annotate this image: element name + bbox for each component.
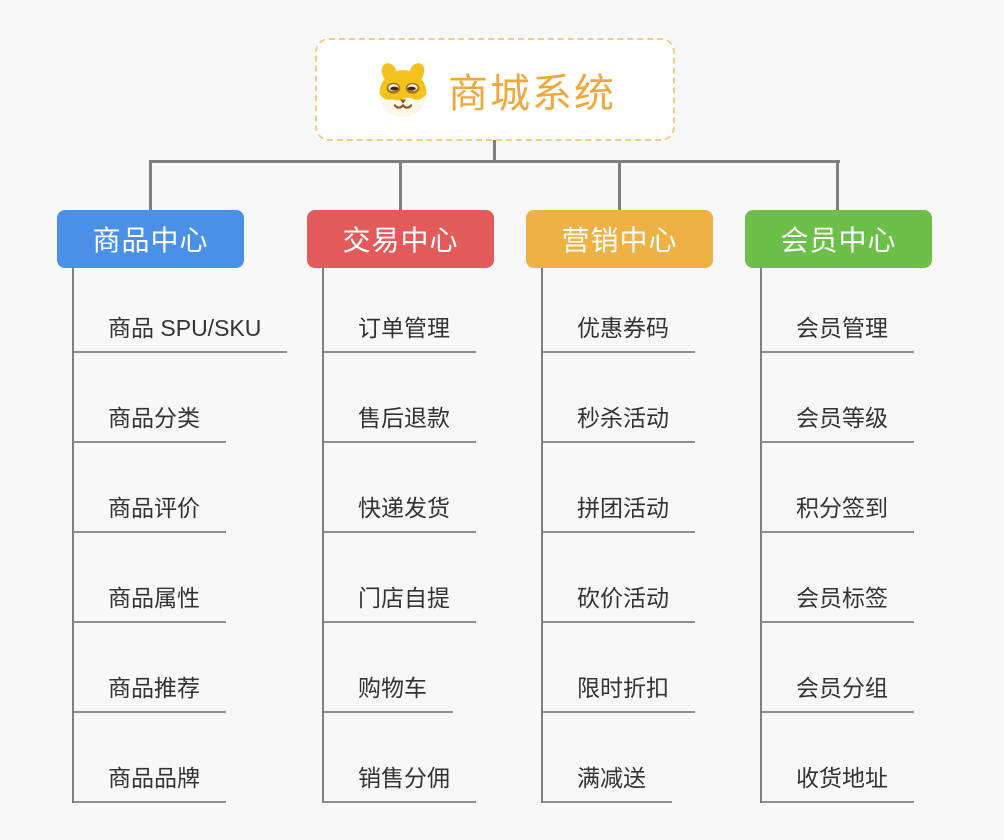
leaf-topic[interactable]: 会员等级 xyxy=(762,353,1004,443)
dog-face-icon xyxy=(379,62,427,117)
connector-rail xyxy=(149,160,840,163)
branch-children-trade: 订单管理 售后退款 快递发货 门店自提 购物车 销售分佣 xyxy=(322,268,569,803)
leaf-topic[interactable]: 限时折扣 xyxy=(543,623,788,713)
leaf-topic[interactable]: 会员标签 xyxy=(762,533,1004,623)
leaf-topic-label: 快递发货 xyxy=(324,489,476,533)
leaf-topic-label: 收货地址 xyxy=(762,759,914,803)
leaf-topic-label: 限时折扣 xyxy=(543,669,695,713)
leaf-topic-label: 售后退款 xyxy=(324,399,476,443)
leaf-topic-label: 优惠券码 xyxy=(543,309,695,353)
leaf-topic[interactable]: 优惠券码 xyxy=(543,268,788,353)
leaf-topic[interactable]: 会员管理 xyxy=(762,268,1004,353)
branch-children-marketing: 优惠券码 秒杀活动 拼团活动 砍价活动 限时折扣 满减送 xyxy=(541,268,788,803)
root-topic[interactable]: 商城系统 xyxy=(315,38,675,141)
leaf-topic-label: 商品分类 xyxy=(74,399,226,443)
leaf-topic-label: 商品评价 xyxy=(74,489,226,533)
branch-node-product[interactable]: 商品中心 xyxy=(57,210,244,268)
leaf-topic-label: 商品推荐 xyxy=(74,669,226,713)
leaf-topic-label: 商品品牌 xyxy=(74,759,226,803)
leaf-topic-label: 秒杀活动 xyxy=(543,399,695,443)
branch-children-member: 会员管理 会员等级 积分签到 会员标签 会员分组 收货地址 xyxy=(760,268,1004,803)
leaf-topic[interactable]: 满减送 xyxy=(543,713,788,803)
leaf-topic-label: 门店自提 xyxy=(324,579,476,623)
leaf-topic[interactable]: 收货地址 xyxy=(762,713,1004,803)
leaf-topic[interactable]: 订单管理 xyxy=(324,268,569,353)
branch-node-member[interactable]: 会员中心 xyxy=(745,210,932,268)
connector-root-stub xyxy=(493,140,496,163)
leaf-topic[interactable]: 商品推荐 xyxy=(74,623,319,713)
connector-drop-3 xyxy=(618,160,621,210)
leaf-topic[interactable]: 购物车 xyxy=(324,623,569,713)
leaf-topic[interactable]: 商品评价 xyxy=(74,443,319,533)
leaf-topic[interactable]: 秒杀活动 xyxy=(543,353,788,443)
leaf-topic-label: 订单管理 xyxy=(324,309,476,353)
branch-children-product: 商品 SPU/SKU 商品分类 商品评价 商品属性 商品推荐 商品品牌 xyxy=(72,268,319,803)
leaf-topic-label: 砍价活动 xyxy=(543,579,695,623)
leaf-topic[interactable]: 商品分类 xyxy=(74,353,319,443)
leaf-topic-label: 会员标签 xyxy=(762,579,914,623)
leaf-topic[interactable]: 拼团活动 xyxy=(543,443,788,533)
leaf-topic[interactable]: 会员分组 xyxy=(762,623,1004,713)
leaf-topic-label: 拼团活动 xyxy=(543,489,695,533)
leaf-topic[interactable]: 售后退款 xyxy=(324,353,569,443)
leaf-topic[interactable]: 商品属性 xyxy=(74,533,319,623)
leaf-topic-label: 满减送 xyxy=(543,759,672,803)
leaf-topic-label: 购物车 xyxy=(324,669,453,713)
connector-drop-2 xyxy=(399,160,402,210)
leaf-topic[interactable]: 商品 SPU/SKU xyxy=(74,268,319,353)
branch-node-marketing[interactable]: 营销中心 xyxy=(526,210,713,268)
leaf-topic-label: 销售分佣 xyxy=(324,759,476,803)
leaf-topic-label: 商品属性 xyxy=(74,579,226,623)
branch-node-trade[interactable]: 交易中心 xyxy=(307,210,494,268)
leaf-topic-label: 会员管理 xyxy=(762,309,914,353)
leaf-topic[interactable]: 快递发货 xyxy=(324,443,569,533)
leaf-topic[interactable]: 砍价活动 xyxy=(543,533,788,623)
leaf-topic[interactable]: 积分签到 xyxy=(762,443,1004,533)
connector-drop-1 xyxy=(149,160,152,210)
leaf-topic-label: 会员分组 xyxy=(762,669,914,713)
connector-drop-4 xyxy=(836,160,839,210)
leaf-topic-label: 积分签到 xyxy=(762,489,914,533)
leaf-topic-label: 商品 SPU/SKU xyxy=(74,309,288,353)
root-topic-title: 商城系统 xyxy=(448,71,616,116)
leaf-topic[interactable]: 商品品牌 xyxy=(74,713,319,803)
leaf-topic[interactable]: 销售分佣 xyxy=(324,713,569,803)
leaf-topic-label: 会员等级 xyxy=(762,399,914,443)
leaf-topic[interactable]: 门店自提 xyxy=(324,533,569,623)
